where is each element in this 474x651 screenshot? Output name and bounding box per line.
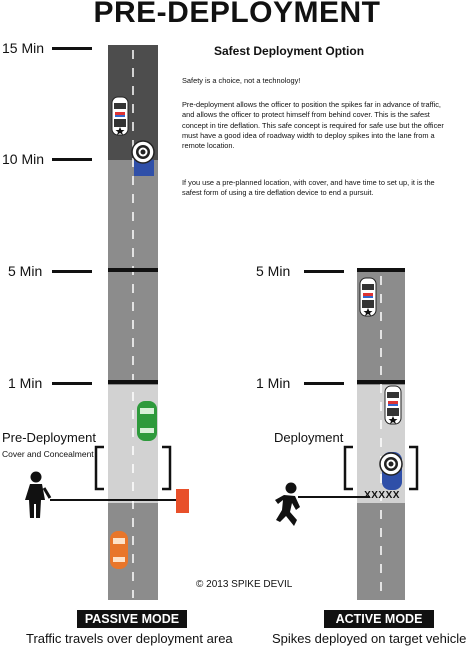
orange-car-icon [110,531,128,569]
time-tick-10min [52,158,92,161]
right-road-5min-bar [357,268,405,272]
right-cover-bracket [162,445,172,491]
cover-concealment-label: Cover and Concealment [2,449,94,459]
right-time-tick-1min [304,382,344,385]
info-paragraph-3: If you use a pre-planned location, with … [182,178,435,198]
time-tick-15min [52,47,92,50]
officer-running-icon [275,482,300,526]
spike-strip-marks: XXXXX [364,490,400,501]
green-car-icon [137,401,157,441]
info-paragraph-2: Pre-deployment allows the officer to pos… [182,100,444,151]
right-time-label-5min: 5 Min [256,263,291,279]
pre-deployment-label: Pre-Deployment [2,430,96,445]
page-title: PRE-DEPLOYMENT [93,0,381,29]
time-label-1min: 1 Min [8,375,43,391]
right-panel-left-bracket [343,445,353,491]
right-time-label-1min: 1 Min [256,375,291,391]
time-tick-1min [52,382,92,385]
right-road-1min-bar [357,380,405,384]
time-label-15min: 15 Min [2,40,45,56]
info-subtitle: Safest Deployment Option [214,44,365,58]
passive-mode-badge: PASSIVE MODE [77,610,187,628]
right-time-tick-5min [304,270,344,273]
info-paragraph-1: Safety is a choice, not a technology! [182,76,301,85]
time-label-10min: 10 Min [2,151,45,167]
police-car-icon [384,385,402,425]
left-road-1min-bar [108,380,158,384]
deployment-label: Deployment [274,430,344,445]
left-road-5min-bar [108,268,158,272]
officer-standing-icon [25,471,52,518]
active-mode-caption: Spikes deployed on target vehicle [272,631,467,646]
active-mode-badge: ACTIVE MODE [324,610,434,628]
time-label-5min: 5 Min [8,263,43,279]
target-car-icon [379,452,403,490]
target-car-icon [131,140,155,176]
left-cover-bracket [94,445,104,491]
time-tick-5min [52,270,92,273]
copyright-text: © 2013 SPIKE DEVIL [196,579,293,590]
right-panel-right-bracket [409,445,419,491]
spike-box-icon [176,489,189,513]
police-car-icon [359,277,377,317]
passive-mode-caption: Traffic travels over deployment area [26,631,233,646]
right-road [357,268,405,600]
police-car-icon [111,96,129,136]
